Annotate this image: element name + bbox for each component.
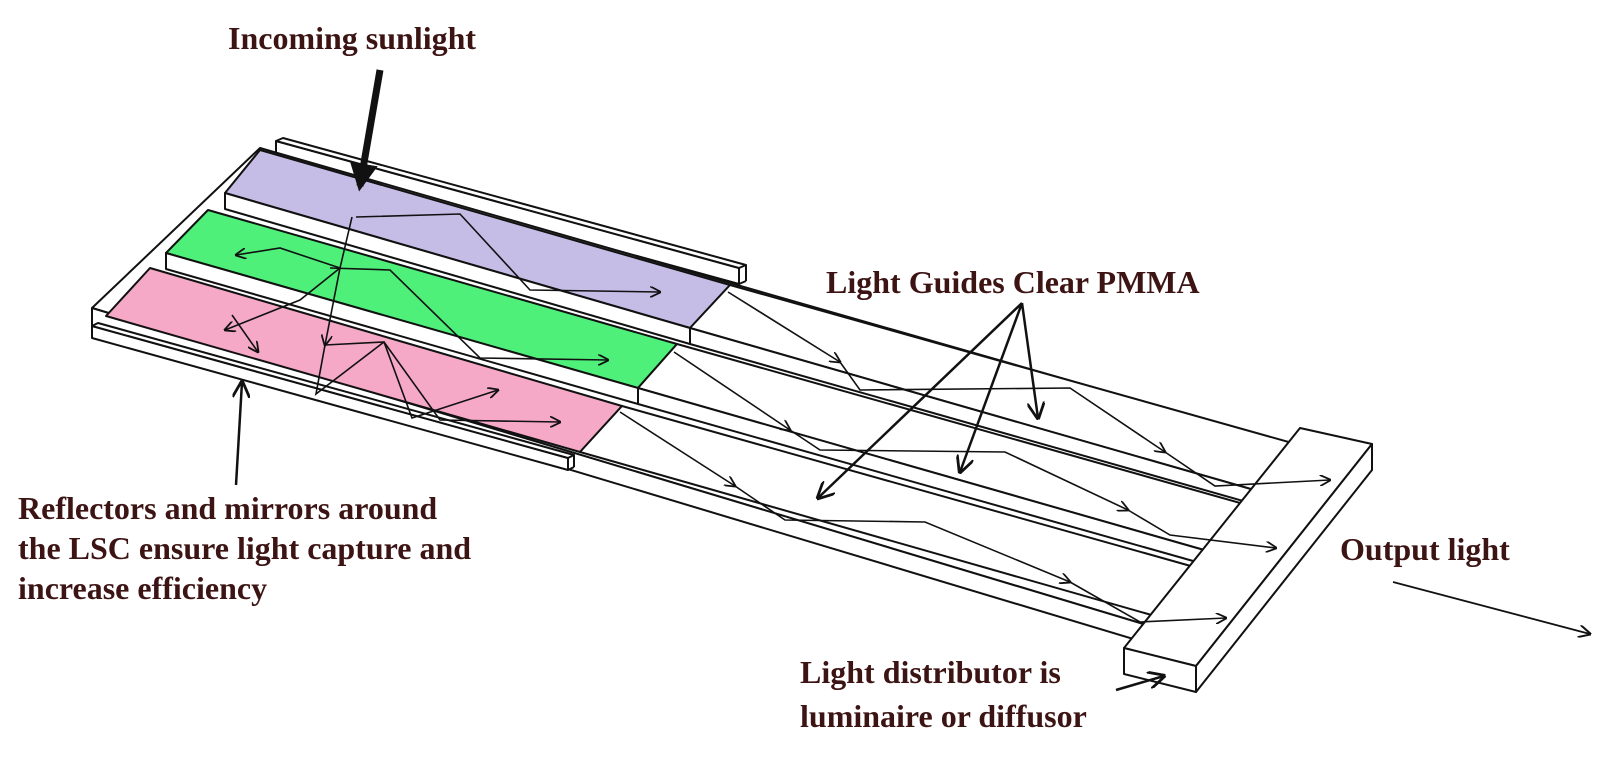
light-guides-label: Light Guides Clear PMMA: [826, 264, 1200, 300]
distributor-label-line-1: Light distributor is: [800, 654, 1061, 690]
back-reflector-bar: [275, 137, 747, 285]
light-distributor: [1123, 427, 1373, 693]
incoming-sunlight-label: Incoming sunlight: [228, 20, 477, 56]
annotation-pointers: [236, 69, 1590, 692]
distributor-label-line-2: luminaire or diffusor: [800, 698, 1087, 734]
front-reflector-bar: [91, 322, 575, 471]
reflectors-label-line-3: increase efficiency: [18, 570, 268, 606]
light-rays: [225, 213, 1330, 622]
output-light-label: Output light: [1340, 531, 1510, 567]
sunlight-arrow: [350, 69, 384, 192]
reflectors-label-line-1: Reflectors and mirrors around: [18, 490, 438, 526]
reflectors-label-line-2: the LSC ensure light capture and: [18, 530, 472, 566]
